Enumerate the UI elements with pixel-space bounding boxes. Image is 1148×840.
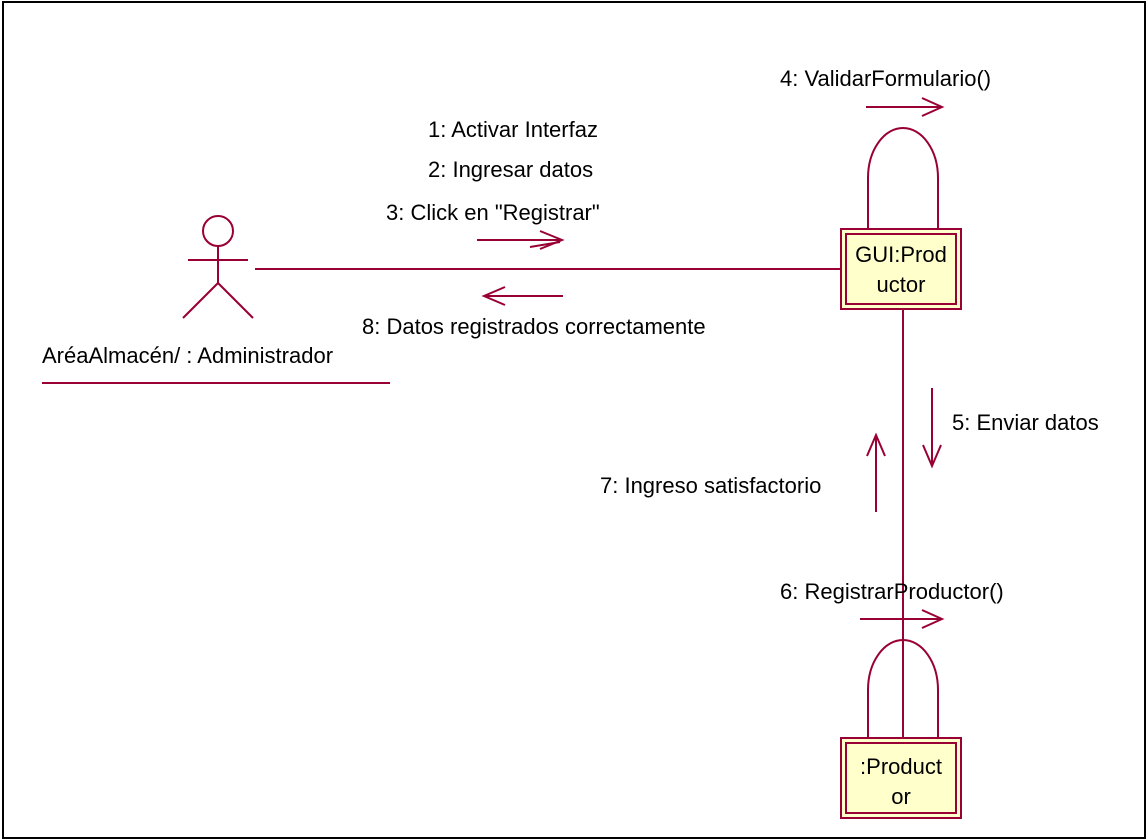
object-gui-productor[interactable]: GUI:Prod uctor xyxy=(840,228,962,310)
message-8-arrow xyxy=(481,286,563,306)
message-1-label: 1: Activar Interfaz xyxy=(428,117,598,142)
actor-left-leg xyxy=(182,282,219,319)
productor-object-inner-border xyxy=(845,742,957,814)
object-productor[interactable]: :Product or xyxy=(840,737,962,819)
message-3-arrow xyxy=(477,230,565,250)
productor-object-label-line2: or xyxy=(891,784,911,809)
productor-self-loop xyxy=(867,639,939,737)
productor-object-label-line1: :Product xyxy=(860,754,942,779)
actor-label: AréaAlmacén/ : Administrador xyxy=(42,343,333,368)
message-4-label: 4: ValidarFormulario() xyxy=(780,66,991,91)
message-4-arrow xyxy=(866,97,945,117)
gui-object-box xyxy=(840,228,962,310)
gui-object-label-line2: uctor xyxy=(877,272,926,297)
gui-object-label-line1: GUI:Prod xyxy=(855,242,947,267)
actor-administrador[interactable] xyxy=(182,215,254,319)
message-6-label: 6: RegistrarProductor() xyxy=(780,579,1004,604)
productor-object-box xyxy=(840,737,962,819)
message-5-arrow xyxy=(922,388,942,469)
gui-self-loop xyxy=(867,127,939,228)
message-8-label: 8: Datos registrados correctamente xyxy=(362,314,706,339)
message-2-label: 2: Ingresar datos xyxy=(428,157,593,182)
gui-object-inner-border xyxy=(845,233,957,305)
message-3-label: 3: Click en "Registrar" xyxy=(386,200,600,225)
message-6-arrow xyxy=(860,609,945,629)
message-7-label: 7: Ingreso satisfactorio xyxy=(600,473,821,498)
message-7-arrow xyxy=(866,432,886,512)
message-5-label: 5: Enviar datos xyxy=(952,410,1099,435)
actor-right-leg xyxy=(217,282,254,319)
